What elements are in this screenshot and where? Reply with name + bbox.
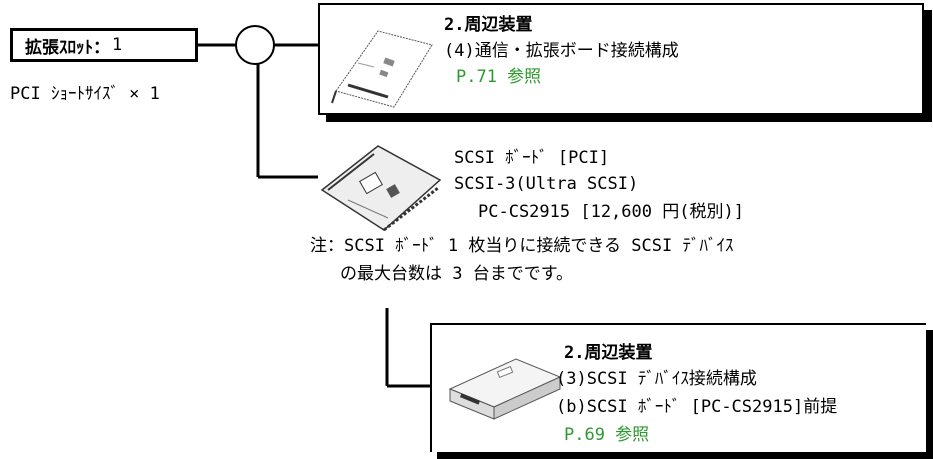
ref1-subheading: (4)通信・拡張ボード接続構成: [444, 41, 679, 61]
ref2-page-link[interactable]: P.69 参照: [564, 425, 650, 445]
ref2-line1: (3)SCSI ﾃﾞﾊﾞｲｽ接続構成: [556, 369, 757, 389]
reference-box-scsi: 2.周辺装置 (3)SCSI ﾃﾞﾊﾞｲｽ接続構成 (b)SCSI ﾎﾞｰﾄﾞ …: [430, 323, 926, 452]
slot-size-text: PCI ｼｮｰﾄｻｲｽﾞ × 1: [10, 84, 160, 104]
expansion-slot-box: 拡張ｽﾛｯﾄ： 1: [10, 28, 198, 62]
board-title: SCSI ﾎﾞｰﾄﾞ [PCI]: [454, 148, 610, 168]
board-model-price: PC-CS2915 [12,600 円(税別)]: [478, 202, 744, 222]
reference-box-comm: 2.周辺装置 (4)通信・拡張ボード接続構成 P.71 参照: [318, 3, 924, 115]
board-note-line2: の最大台数は 3 台までです。: [340, 264, 574, 284]
board-spec: SCSI-3(Ultra SCSI): [454, 174, 639, 194]
scsi-board-image: [320, 145, 442, 232]
ref1-heading: 2.周辺装置: [444, 15, 533, 35]
ref1-page-link[interactable]: P.71 参照: [456, 67, 542, 87]
scsi-device-image: [448, 358, 562, 420]
board-note-line1: 注：SCSI ﾎﾞｰﾄﾞ 1 枚当りに接続できる SCSI ﾃﾞﾊﾞｲｽ: [310, 236, 734, 256]
slot-count: 1: [112, 35, 123, 55]
ref2-line2: (b)SCSI ﾎﾞｰﾄﾞ [PC-CS2915]前提: [556, 397, 838, 417]
pci-card-image: [331, 30, 433, 108]
slot-label: 拡張ｽﾛｯﾄ：: [25, 37, 110, 58]
ref2-heading: 2.周辺装置: [564, 343, 653, 363]
